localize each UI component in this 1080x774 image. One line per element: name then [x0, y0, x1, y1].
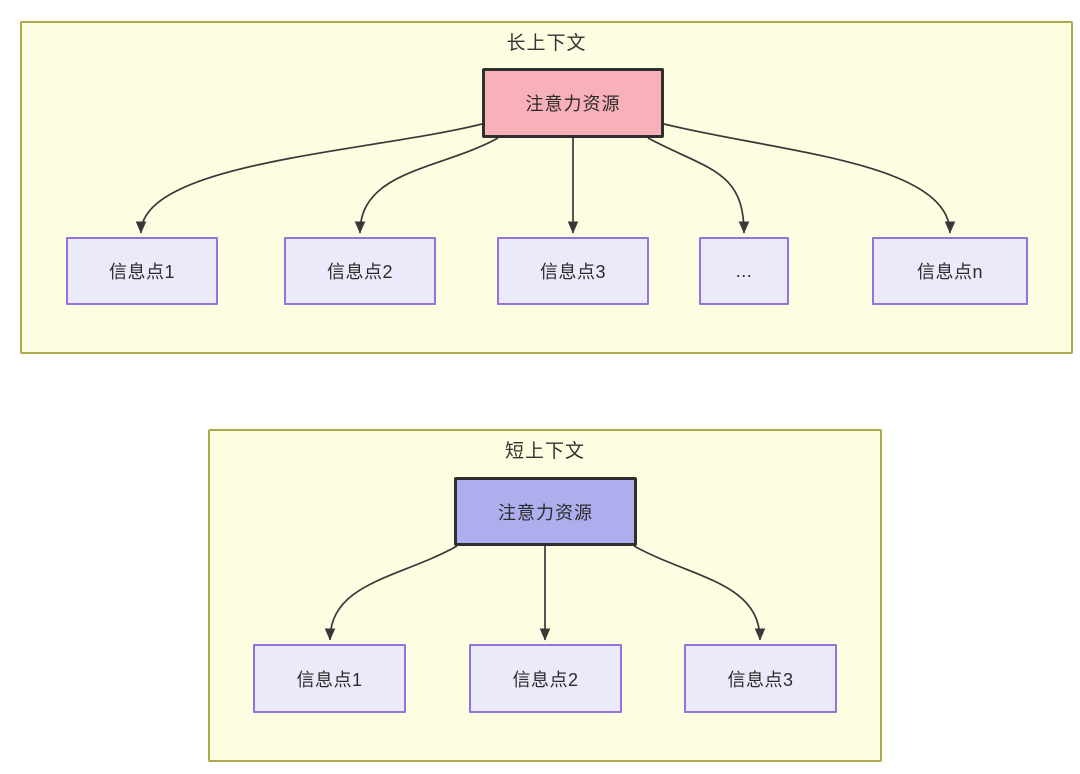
- long-info-point-n: 信息点n: [872, 237, 1028, 305]
- long-context-title: 长上下文: [506, 33, 587, 54]
- short-info-point-3-label: 信息点3: [727, 669, 794, 690]
- long-info-point-1: 信息点1: [66, 237, 218, 305]
- long-info-point-1-label: 信息点1: [108, 262, 175, 282]
- short-context-title: 短上下文: [504, 441, 585, 462]
- short-info-point-2-label: 信息点2: [512, 669, 579, 690]
- short-info-point-2: 信息点2: [469, 644, 622, 713]
- short-attention-resource-node: 注意力资源: [454, 477, 637, 546]
- long-info-point-2: 信息点2: [284, 237, 436, 305]
- long-info-point-2-label: 信息点2: [326, 262, 393, 282]
- short-info-point-1-label: 信息点1: [296, 669, 363, 690]
- short-attention-resource-label: 注意力资源: [498, 502, 593, 523]
- long-info-point-3-label: 信息点3: [539, 262, 606, 282]
- long-info-point-ellipsis: ...: [699, 237, 789, 305]
- short-info-point-3: 信息点3: [684, 644, 837, 713]
- long-info-point-3: 信息点3: [497, 237, 649, 305]
- short-info-point-1: 信息点1: [253, 644, 406, 713]
- long-info-point-ellipsis-label: ...: [735, 260, 753, 281]
- long-attention-resource-node: 注意力资源: [482, 68, 664, 138]
- long-attention-resource-label: 注意力资源: [525, 94, 621, 114]
- long-info-point-n-label: 信息点n: [916, 262, 983, 282]
